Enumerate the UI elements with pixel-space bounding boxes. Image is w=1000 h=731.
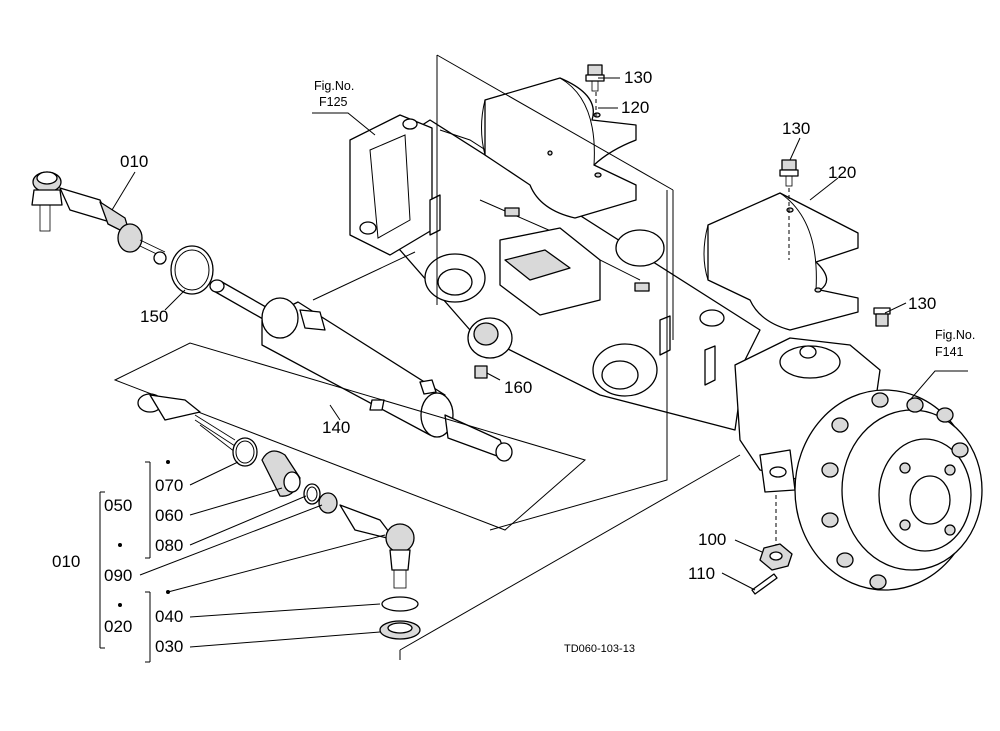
cover-120-left — [481, 77, 637, 219]
callout-030: 030 — [155, 637, 183, 656]
cotter-pin-110 — [751, 573, 778, 595]
leader-lines — [99, 54, 968, 663]
callout-040: 040 — [155, 607, 183, 626]
callout-100: 100 — [698, 530, 726, 549]
callout-labels: Fig.No. F125 Fig.No. F141 010 150 140 16… — [52, 68, 975, 656]
fig-ref-f125-line2: F125 — [319, 95, 348, 109]
callout-110: 110 — [688, 564, 715, 583]
front-wheel-hub-assembly — [734, 337, 983, 591]
callout-060: 060 — [155, 506, 183, 525]
tie-rod-assembly-lower — [137, 393, 421, 640]
callout-010-top: 010 — [120, 152, 148, 171]
callout-120-a: 120 — [621, 98, 649, 117]
callout-130-b: 130 — [782, 119, 810, 138]
drawing-code: TD060-103-13 — [564, 643, 635, 655]
callout-160: 160 — [504, 378, 532, 397]
fig-ref-f141-line1: Fig.No. — [935, 328, 975, 342]
fig-ref-f125-line1: Fig.No. — [314, 79, 354, 93]
callout-140: 140 — [322, 418, 350, 437]
callout-130-a: 130 — [624, 68, 652, 87]
snap-ring-150 — [170, 245, 214, 295]
callout-050: 050 — [104, 496, 132, 515]
power-steering-cylinder-140 — [113, 279, 587, 531]
callout-080: 080 — [155, 536, 183, 555]
bolt-130-c — [873, 307, 891, 327]
callout-130-c: 130 — [908, 294, 936, 313]
callout-120-b: 120 — [828, 163, 856, 182]
callout-090: 090 — [104, 566, 132, 585]
bolt-130-b — [779, 159, 799, 187]
fig-ref-f141-line2: F141 — [935, 345, 964, 359]
tie-rod-end-010-top — [31, 171, 167, 265]
callout-070: 070 — [155, 476, 183, 495]
callout-150: 150 — [140, 307, 168, 326]
callout-010-group: 010 — [52, 552, 80, 571]
callout-020: 020 — [104, 617, 132, 636]
castle-nut-100 — [759, 543, 793, 571]
